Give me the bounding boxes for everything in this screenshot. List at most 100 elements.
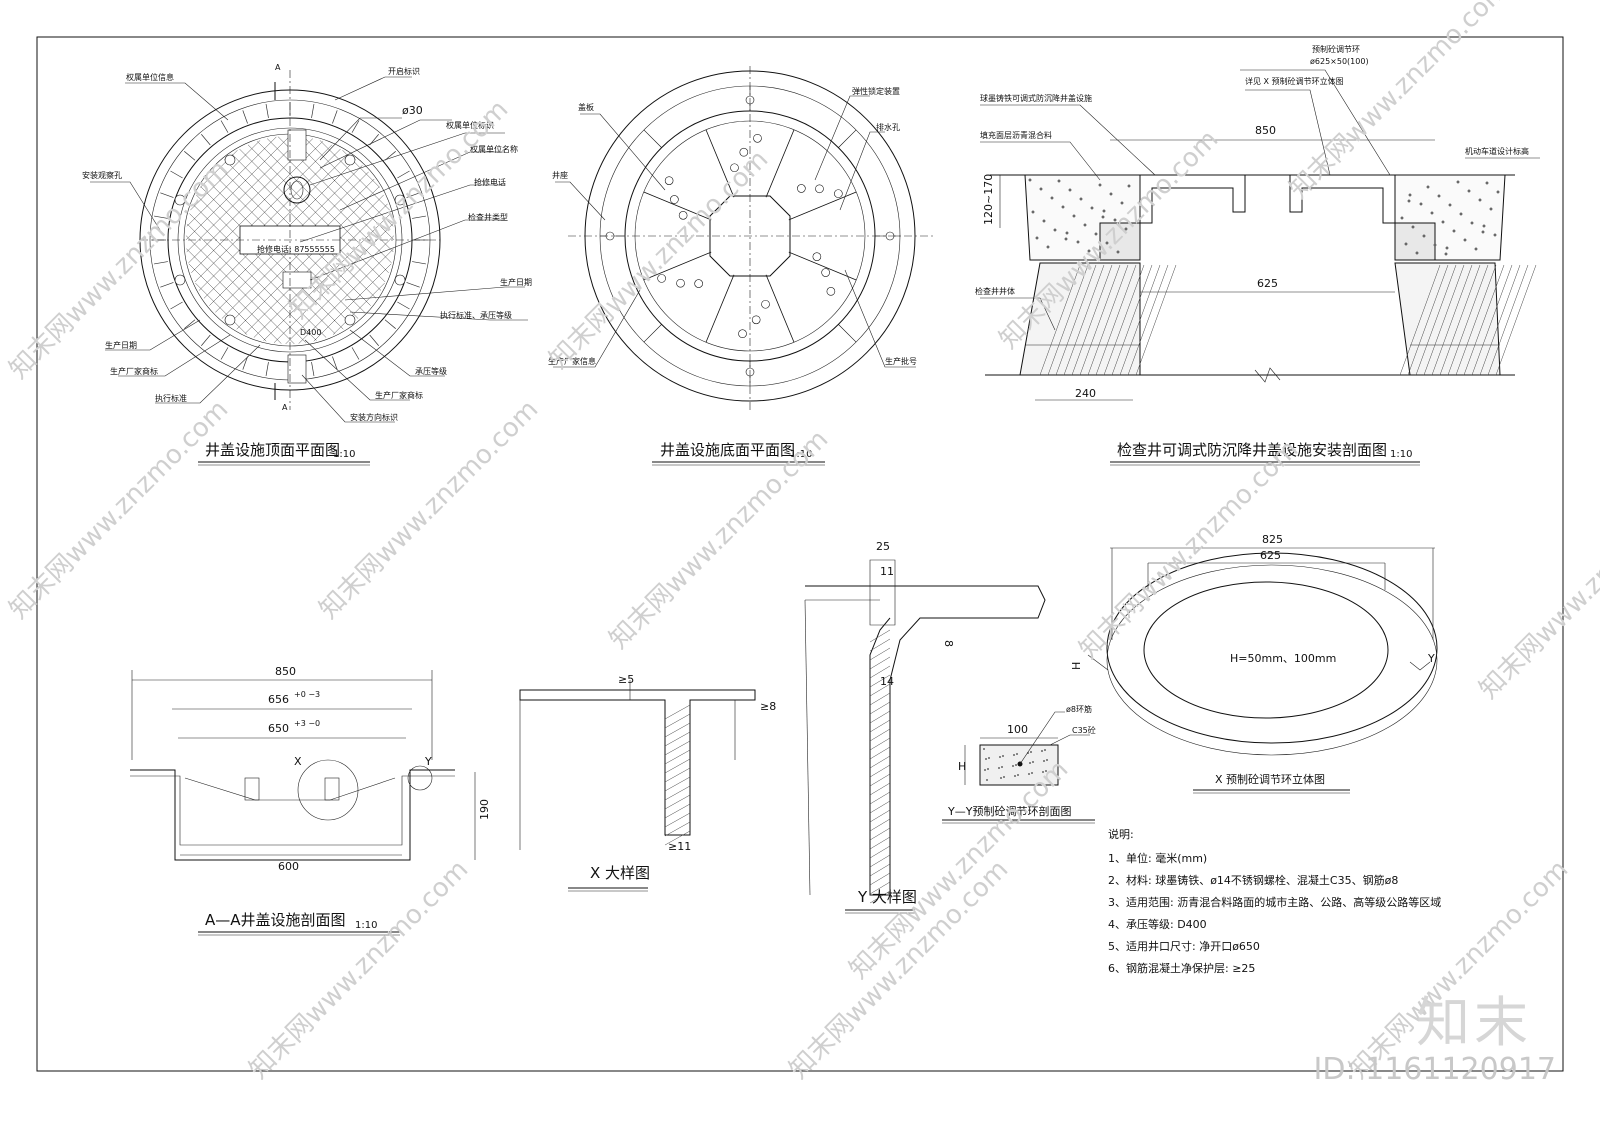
y-d8: 8	[942, 640, 955, 647]
dim-aa-656-tol: +0 −3	[294, 690, 320, 699]
brand-logo: 知末	[1416, 991, 1532, 1054]
title-install-section: 检查井可调式防沉降井盖设施安装剖面图	[1117, 441, 1387, 459]
title-aa-section: A—A井盖设施剖面图	[205, 911, 346, 929]
aa-section-view	[130, 670, 476, 861]
dim-aa-650: 650	[268, 722, 289, 735]
y-d25: 25	[876, 540, 890, 553]
label-install-hole: 安装观察孔	[82, 170, 122, 180]
note-item-1: 1、单位: 毫米(mm)	[1108, 851, 1207, 865]
title-x-detail: X 大样图	[590, 864, 650, 882]
x-ge11: ≥11	[668, 840, 691, 853]
label-lock: 弹性锁定装置	[852, 86, 900, 96]
y-d14: 14	[880, 675, 894, 688]
ring-h-text: H=50mm、100mm	[1230, 652, 1336, 665]
notes-heading: 说明:	[1108, 827, 1134, 841]
label-batch: 生产批号	[885, 356, 917, 366]
title-y-detail: Y 大样图	[857, 888, 917, 906]
label-left-date: 生产日期	[105, 340, 137, 350]
dim-850: 850	[1255, 124, 1276, 137]
dim-aa-656: 656	[268, 693, 289, 706]
section-a-top-label: A	[275, 63, 281, 72]
label-fill: 填充面层沥青混合料	[980, 130, 1052, 140]
yy-section-view	[964, 711, 1090, 786]
watermark-text: 知末网www.znzmo.com	[1474, 474, 1600, 705]
ring-3d-view	[1087, 547, 1438, 756]
watermark-text: 知末网www.znzmo.com	[4, 154, 235, 385]
d400-mark: D400	[300, 328, 321, 337]
dim-aa-850: 850	[275, 665, 296, 678]
label-seat: 井座	[552, 170, 568, 180]
section-a-bottom-label: A	[282, 403, 288, 412]
yy-rebar: ø8环筋	[1066, 704, 1092, 714]
watermark-text: 知末网www.znzmo.com	[244, 854, 475, 1085]
dim-aa-600: 600	[278, 860, 299, 873]
x-ge8: ≥8	[760, 700, 776, 713]
note-item-3: 3、适用范围: 沥青混合料路面的城市主路、公路、高等级公路等区域	[1108, 895, 1441, 909]
ring-h: H	[1070, 662, 1083, 670]
ring-d625: 625	[1260, 549, 1281, 562]
watermark-text: 知末网www.znzmo.com	[314, 394, 545, 625]
y-detail-view	[804, 559, 1046, 904]
label-pressure-grade: 承压等级	[415, 366, 447, 376]
ring-d825: 825	[1262, 533, 1283, 546]
bottom-plan-leaders	[553, 95, 916, 368]
note-item-5: 5、适用井口尺寸: 净开口ø650	[1108, 939, 1260, 953]
note-item-4: 4、承压等级: D400	[1108, 917, 1207, 931]
label-maker-brand: 生产厂家商标	[375, 390, 423, 400]
scale-bottom-plan: 1:10	[790, 449, 812, 460]
top-plan-leaders	[90, 76, 528, 423]
title-ring-view: X 预制砼调节环立体图	[1215, 772, 1325, 786]
id-tag: ID: 1161120917	[1313, 1052, 1556, 1087]
dim-aa-650-tol: +3 −0	[294, 719, 320, 728]
label-open-mark: 开启标识	[388, 66, 420, 76]
ring-y: Y	[1427, 652, 1435, 665]
scale-aa-section: 1:10	[355, 920, 377, 931]
yy-h: H	[958, 760, 966, 773]
label-install-dir: 安装方向标识	[350, 412, 398, 422]
watermark-text: 知末网www.znzmo.com	[844, 754, 1075, 985]
phone-text: 抢修电话: 87555555	[257, 244, 335, 254]
label-ring: 预制砼调节环	[1312, 44, 1360, 54]
x-detail-view	[519, 680, 756, 850]
watermark-text: 知末网www.znzmo.com	[4, 394, 235, 625]
label-well-type: 检查井类型	[468, 212, 508, 222]
label-owner-info: 权属单位信息	[126, 72, 174, 82]
label-well-body: 检查井井体	[975, 286, 1015, 296]
label-left-std: 执行标准	[155, 393, 187, 403]
label-road: 机动车道设计标高	[1465, 146, 1529, 156]
label-ring-size: ø625×50(100)	[1310, 57, 1369, 66]
install-leaders	[980, 69, 1540, 331]
title-yy-section: Y—Y预制砼调节环剖面图	[947, 804, 1071, 818]
install-section-view	[985, 139, 1537, 401]
dim-240: 240	[1075, 387, 1096, 400]
label-owner-name: 权属单位名称	[470, 144, 518, 154]
note-item-2: 2、材料: 球墨铸铁、ø14不锈钢螺栓、混凝土C35、钢筋ø8	[1108, 873, 1398, 887]
top-plan-view	[139, 70, 441, 410]
yy-concrete: C35砼	[1072, 725, 1096, 735]
label-cover: 盖板	[578, 102, 594, 112]
label-see-ring: 详见 X 预制砼调节环立体图	[1245, 76, 1344, 86]
label-ductile: 球墨铸铁可调式防沉降井盖设施	[980, 93, 1092, 103]
label-maker-info: 生产厂家信息	[548, 356, 596, 366]
label-left-brand: 生产厂家商标	[110, 366, 158, 376]
label-owner-mark: 权属单位标识	[446, 120, 494, 130]
title-top-plan: 井盖设施顶面平面图	[205, 441, 340, 459]
watermark-text: 知末网www.znzmo.com	[1284, 0, 1515, 205]
label-drain: 排水孔	[876, 122, 900, 132]
x-ge5: ≥5	[618, 673, 634, 686]
aa-y-mark: Y	[424, 755, 432, 768]
yy-d100: 100	[1007, 723, 1028, 736]
scale-top-plan: 1:10	[333, 449, 355, 460]
dim-625: 625	[1257, 277, 1278, 290]
label-prod-date: 生产日期	[500, 277, 532, 287]
sheet-frame	[36, 36, 1564, 1072]
dim-aa-190: 190	[478, 799, 491, 820]
label-phi30: ø30	[402, 104, 423, 117]
bottom-plan-view	[568, 66, 935, 410]
label-std-grade: 执行标准、承压等级	[440, 310, 512, 320]
y-d11: 11	[880, 565, 894, 578]
note-item-6: 6、钢筋混凝土净保护层: ≥25	[1108, 961, 1255, 975]
dim-h-range: 120~170	[982, 174, 995, 225]
watermark-text: 知末网www.znzmo.com	[544, 144, 775, 375]
